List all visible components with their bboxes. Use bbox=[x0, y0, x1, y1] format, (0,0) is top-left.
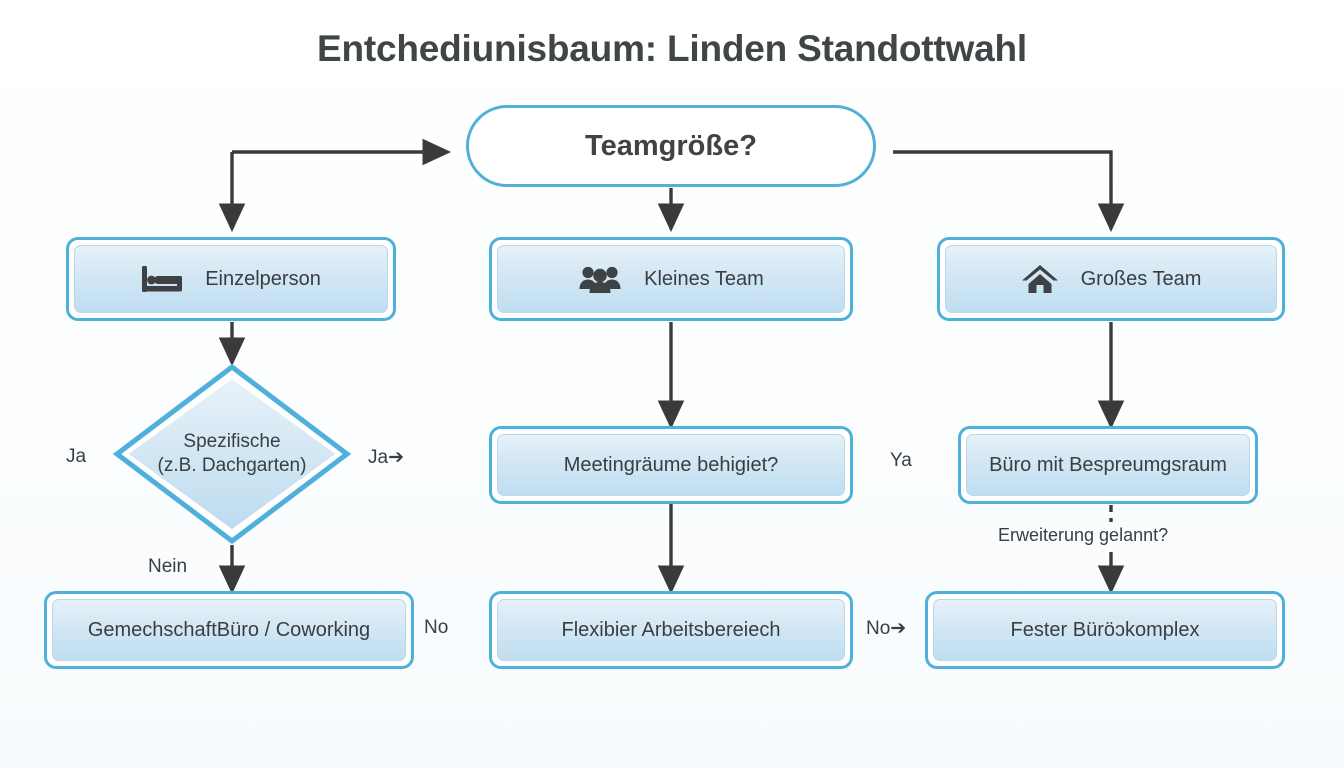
page-title: Entchediunisbaum: Linden Standottwahl bbox=[317, 28, 1027, 69]
node-root-label: Teamgröße? bbox=[585, 129, 757, 162]
bed-icon bbox=[141, 264, 183, 294]
node-buero-besprechung-label: Büro mit Bespreumgsraum bbox=[989, 453, 1227, 476]
diamond-shape bbox=[113, 363, 351, 545]
people-group-icon bbox=[578, 264, 622, 294]
node-fester-buerokomplex[interactable]: Fester Büröɔkomplex bbox=[925, 591, 1285, 669]
node-flexibler-arbeitsbereich-inner: Flexibier Arbeitsbereiech bbox=[497, 599, 845, 661]
node-gemeinschaftsbuero-inner: GemechschaftBüro / Coworking bbox=[52, 599, 406, 661]
node-flexibler-arbeitsbereich-label: Flexibier Arbeitsbereiech bbox=[561, 618, 781, 641]
node-grosses-team-label: Großes Team bbox=[1080, 267, 1202, 290]
node-meetingraeume-label: Meetingräume behigiet? bbox=[563, 453, 779, 476]
node-buero-besprechung[interactable]: Büro mit Bespreumgsraum bbox=[958, 426, 1258, 504]
node-fester-buerokomplex-inner: Fester Büröɔkomplex bbox=[933, 599, 1277, 661]
node-einzelperson-label: Einzelperson bbox=[205, 267, 321, 290]
node-gemeinschaftsbuero[interactable]: GemechschaftBüro / Coworking bbox=[44, 591, 414, 669]
connector-root-to-left bbox=[218, 138, 452, 233]
connector-root-to-right bbox=[893, 150, 1125, 233]
node-grosses-team-inner: Großes Team bbox=[945, 245, 1277, 313]
edge-label-diamond-right: Ja➔ bbox=[368, 447, 404, 468]
edge-label-diamond-left: Ja bbox=[66, 446, 87, 467]
node-root-teamgroesse[interactable]: Teamgröße? bbox=[466, 105, 876, 187]
edge-label-left-end-right: No bbox=[424, 617, 449, 638]
node-decision-spezifische[interactable]: Spezifische (z.B. Dachgarten) bbox=[113, 363, 351, 545]
node-meetingraeume-inner: Meetingräume behigiet? bbox=[497, 434, 845, 496]
node-root-inner: Teamgröße? bbox=[469, 108, 873, 184]
node-kleines-team-inner: Kleines Team bbox=[497, 245, 845, 313]
node-kleines-team-label: Kleines Team bbox=[644, 267, 764, 290]
edge-label-diamond-down: Nein bbox=[148, 556, 188, 577]
node-gemeinschaftsbuero-label: GemechschaftBüro / Coworking bbox=[87, 618, 371, 641]
node-einzelperson[interactable]: Einzelperson bbox=[66, 237, 396, 321]
node-flexibler-arbeitsbereich[interactable]: Flexibier Arbeitsbereiech bbox=[489, 591, 853, 669]
node-meetingraeume[interactable]: Meetingräume behigiet? bbox=[489, 426, 853, 504]
edge-label-right-mid-left: Ya bbox=[890, 450, 912, 471]
edge-label-center-end-right: No➔ bbox=[866, 618, 907, 639]
node-grosses-team[interactable]: Großes Team bbox=[937, 237, 1285, 321]
node-fester-buerokomplex-label: Fester Büröɔkomplex bbox=[1010, 618, 1200, 641]
node-kleines-team[interactable]: Kleines Team bbox=[489, 237, 853, 321]
edge-label-right-dashed: Erweiterung gelannt? bbox=[998, 525, 1169, 545]
node-buero-besprechung-inner: Büro mit Bespreumgsraum bbox=[966, 434, 1250, 496]
house-icon bbox=[1021, 263, 1059, 295]
node-einzelperson-inner: Einzelperson bbox=[74, 245, 388, 313]
